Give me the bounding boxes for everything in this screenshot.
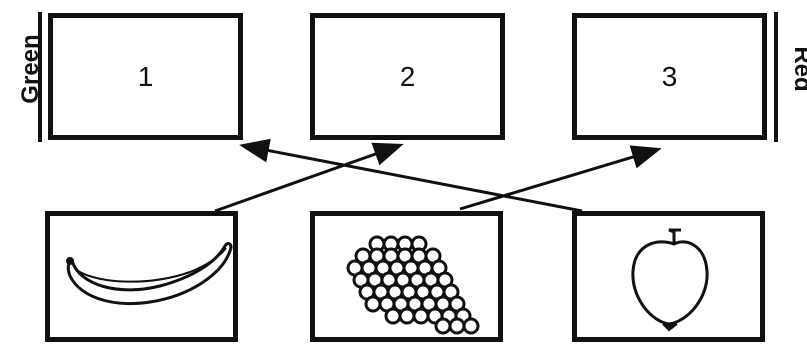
banana-icon: [66, 242, 233, 306]
arrow-banana-to-2: [214, 142, 404, 213]
right-side-bar: [774, 12, 778, 142]
arrow-apple-to-1: [239, 138, 583, 213]
left-side-bar: [38, 12, 42, 142]
number-box-1[interactable]: 1: [48, 13, 243, 140]
apple-icon: [631, 228, 709, 332]
number-box-label: 3: [661, 60, 678, 92]
picture-box-apple[interactable]: [572, 211, 765, 342]
number-box-2[interactable]: 2: [310, 13, 505, 140]
picture-box-banana[interactable]: [45, 211, 238, 342]
number-box-label: 1: [137, 60, 154, 92]
side-label-green: Green: [17, 34, 44, 104]
picture-box-grapes[interactable]: [310, 211, 503, 342]
number-box-3[interactable]: 3: [572, 13, 767, 140]
arrow-grapes-to-3: [459, 145, 662, 211]
number-box-label: 2: [399, 60, 416, 92]
side-label-red: Red: [789, 46, 807, 92]
grapes-icon: [346, 235, 480, 335]
